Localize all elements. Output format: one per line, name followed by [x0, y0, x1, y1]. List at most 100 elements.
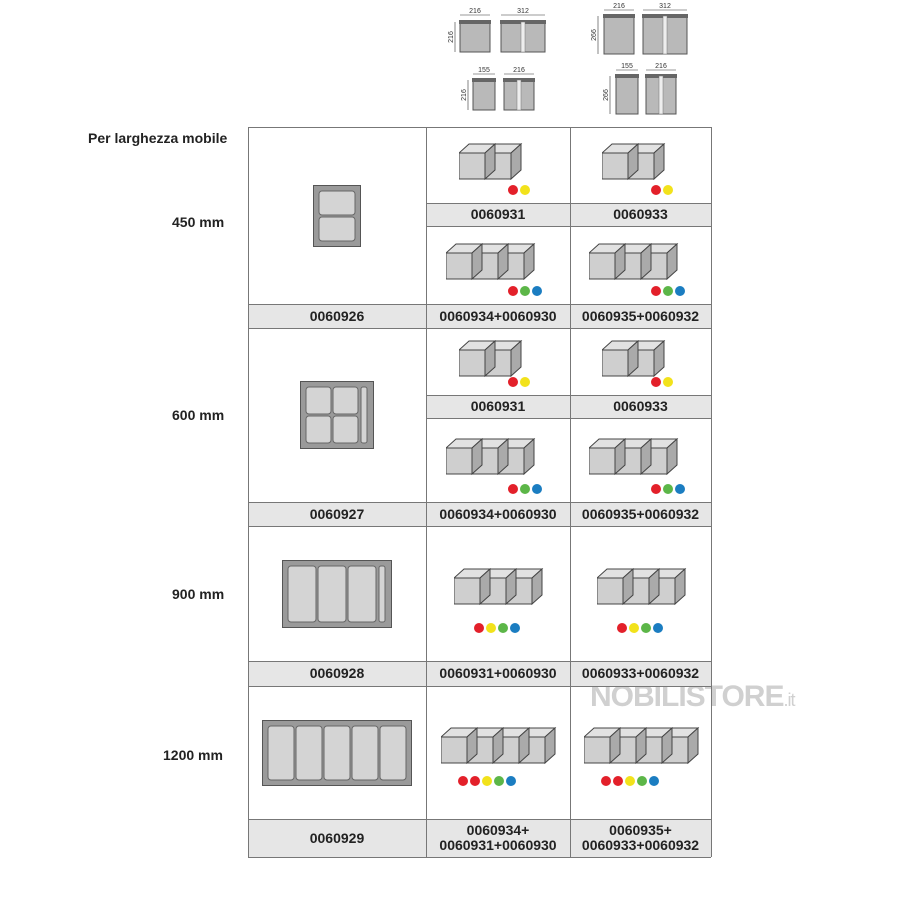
divider: [570, 226, 711, 227]
product-code: 0060933: [570, 395, 711, 418]
divider: [248, 661, 426, 662]
color-dot-red: [508, 185, 518, 195]
color-dot-yellow: [486, 623, 496, 633]
dimension-label: 216: [461, 89, 468, 101]
color-dot-red: [470, 776, 480, 786]
color-dot-red: [616, 623, 627, 633]
divider: [248, 304, 426, 305]
cabinet-width-label: 1200 mm: [163, 747, 223, 763]
divider: [248, 328, 711, 329]
waste-bin-set-icon: [446, 438, 536, 476]
waste-bin-set-icon: [583, 726, 699, 764]
dimension-label: 216: [513, 67, 525, 74]
color-dot-red: [474, 623, 484, 633]
color-dot-green: [498, 623, 508, 633]
color-dot-yellow: [624, 776, 635, 786]
tray-code: 0060926: [248, 304, 426, 328]
divider: [570, 203, 711, 204]
divider: [570, 661, 711, 662]
divider: [248, 857, 711, 858]
drawer-tray-icon: [262, 719, 412, 786]
divider: [426, 819, 570, 820]
color-dot-red: [508, 377, 518, 387]
product-code: 0060934+0060930: [426, 304, 570, 328]
color-dot-green: [494, 776, 504, 786]
color-dot-green: [636, 776, 647, 786]
divider: [570, 304, 711, 305]
color-dot-blue: [648, 776, 659, 786]
color-dot-blue: [652, 623, 663, 633]
divider: [426, 661, 570, 662]
dimension-label: 266: [591, 29, 598, 41]
color-dot-blue: [674, 484, 685, 494]
dimension-label: 155: [478, 67, 490, 74]
color-dot-green: [662, 484, 673, 494]
divider: [426, 502, 570, 503]
dimension-label: 216: [613, 3, 625, 10]
color-dot-red: [508, 484, 518, 494]
dimension-label: 266: [603, 89, 610, 101]
waste-bin-set-icon: [459, 339, 523, 377]
waste-bin-set-icon: [454, 567, 544, 605]
color-dot-red: [612, 776, 623, 786]
dimension-label: 312: [659, 3, 671, 10]
dimension-label: 155: [621, 63, 633, 70]
divider: [570, 819, 711, 820]
color-dot-blue: [506, 776, 516, 786]
product-code: 0060934+0060930: [426, 502, 570, 526]
product-code: 0060935+0060932: [570, 502, 711, 526]
color-dot-red: [650, 185, 661, 195]
divider: [248, 127, 249, 857]
cabinet-width-label: 600 mm: [172, 407, 225, 423]
color-dot-red: [650, 377, 661, 387]
waste-bin-set-icon: [446, 243, 536, 281]
divider: [426, 127, 427, 857]
tray-code: 0060927: [248, 502, 426, 526]
color-dot-yellow: [520, 377, 530, 387]
color-dot-blue: [674, 286, 685, 296]
header-label: Per larghezza mobile: [88, 130, 228, 146]
divider: [570, 502, 711, 503]
color-dot-blue: [532, 286, 542, 296]
dimension-label: 216: [469, 8, 481, 15]
divider: [248, 819, 426, 820]
color-dot-yellow: [662, 185, 673, 195]
waste-bin-set-icon: [601, 143, 665, 181]
tray-code: 0060929: [248, 819, 426, 857]
waste-bin-set-icon: [596, 567, 686, 605]
color-dot-blue: [532, 484, 542, 494]
color-dot-yellow: [628, 623, 639, 633]
divider: [426, 203, 570, 204]
product-code: 0060931: [426, 203, 570, 226]
waste-bin-set-icon: [588, 438, 678, 476]
divider: [570, 395, 711, 396]
product-code: 0060935+ 0060933+0060932: [570, 819, 711, 857]
product-code: 0060934+ 0060931+0060930: [426, 819, 570, 857]
tray-code: 0060928: [248, 661, 426, 686]
dimension-label: 216: [448, 31, 455, 43]
waste-bin-set-icon: [459, 143, 523, 181]
dimension-drawings: 216 312 216 155 216 216 216 312 266 155 216 266: [448, 3, 688, 115]
product-code: 0060931+0060930: [426, 661, 570, 686]
dimension-label: 216: [655, 63, 667, 70]
product-code: 0060935+0060932: [570, 304, 711, 328]
cabinet-width-label: 450 mm: [172, 214, 225, 230]
color-dot-green: [640, 623, 651, 633]
divider: [426, 418, 570, 419]
divider: [426, 226, 570, 227]
cabinet-width-label: 900 mm: [172, 586, 225, 602]
dimension-label: 312: [517, 8, 529, 15]
color-dot-yellow: [520, 185, 530, 195]
color-dot-blue: [510, 623, 520, 633]
color-dot-red: [508, 286, 518, 296]
divider: [248, 502, 426, 503]
drawer-tray-icon: [313, 184, 361, 247]
color-dot-yellow: [482, 776, 492, 786]
color-dot-green: [520, 286, 530, 296]
waste-bin-set-icon: [588, 243, 678, 281]
divider: [711, 127, 712, 857]
divider: [426, 304, 570, 305]
color-dot-red: [458, 776, 468, 786]
drawer-tray-icon: [282, 559, 392, 628]
